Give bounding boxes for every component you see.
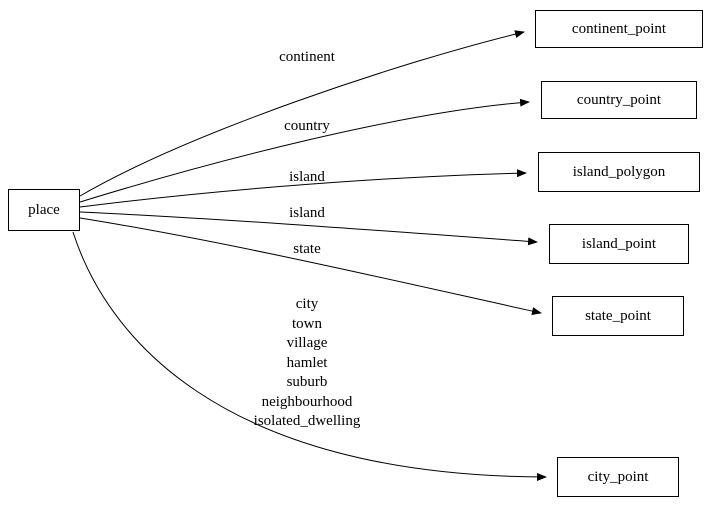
node-city-point-label: city_point xyxy=(587,468,649,485)
edge-label-country: country xyxy=(284,118,330,134)
node-state-point: state_point xyxy=(552,296,684,336)
node-island-polygon-label: island_polygon xyxy=(572,163,666,180)
node-place-label: place xyxy=(28,201,60,218)
edge-island-polygon xyxy=(79,169,527,208)
edge-label-city-types: city town village hamlet suburb neighbou… xyxy=(253,296,361,429)
edge-label-continent: continent xyxy=(279,49,335,65)
node-continent-point-label: continent_point xyxy=(571,20,667,37)
edge-state xyxy=(79,217,542,315)
edge-label-island-2: island xyxy=(289,205,325,221)
node-island-point: island_point xyxy=(549,224,689,264)
edge-label-island-1: island xyxy=(289,169,325,185)
edge-country xyxy=(79,98,530,203)
edge-city xyxy=(72,231,547,481)
node-city-point: city_point xyxy=(557,457,679,497)
node-state-point-label: state_point xyxy=(585,307,651,324)
node-country-point: country_point xyxy=(541,81,697,119)
node-place: place xyxy=(8,189,80,231)
node-island-point-label: island_point xyxy=(581,235,657,252)
edge-continent xyxy=(79,30,525,197)
node-island-polygon: island_polygon xyxy=(538,152,700,192)
node-continent-point: continent_point xyxy=(535,10,703,48)
edge-island-point xyxy=(79,211,538,246)
edge-label-state: state xyxy=(293,241,321,257)
node-country-point-label: country_point xyxy=(576,91,662,108)
